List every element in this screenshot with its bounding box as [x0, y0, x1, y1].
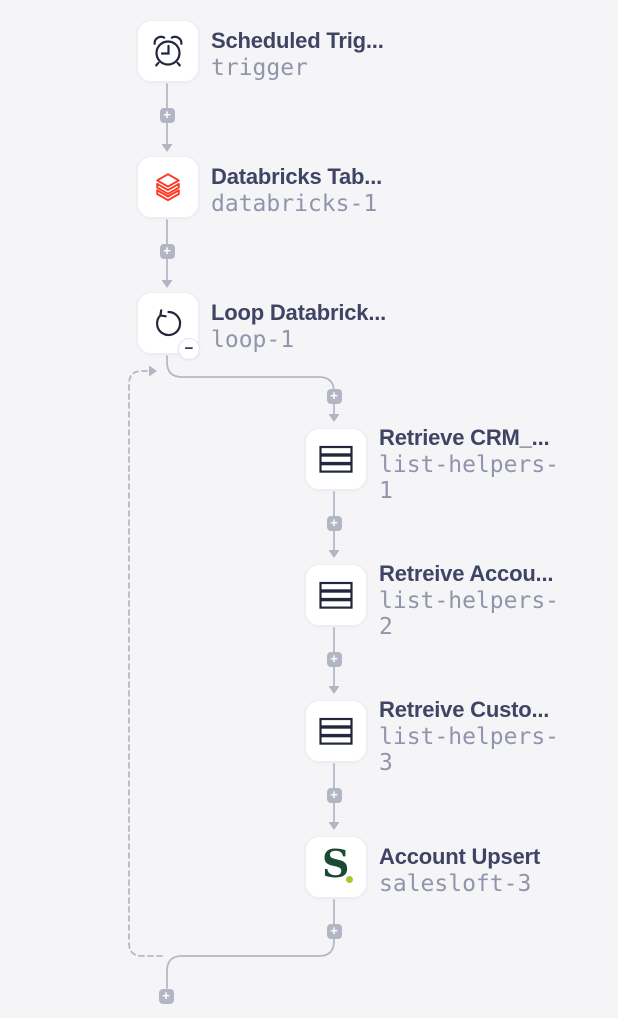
- add-step-button[interactable]: +: [326, 651, 342, 667]
- node-list-helpers-2[interactable]: [305, 564, 367, 626]
- node-list-helpers-3-text[interactable]: Retreive Custo... list-helpers-3: [379, 696, 579, 776]
- node-scheduled-trigger-text[interactable]: Scheduled Trig... trigger: [211, 27, 411, 81]
- node-title: Account Upsert: [379, 844, 540, 869]
- add-step-button[interactable]: +: [159, 243, 175, 259]
- node-title: Scheduled Trig...: [211, 28, 384, 53]
- connector-loop-exit: [166, 899, 335, 989]
- node-step-name: list-helpers-1: [379, 452, 560, 504]
- node-step-name: trigger: [211, 55, 308, 81]
- node-step-name: salesloft-3: [379, 871, 532, 897]
- node-step-name: list-helpers-3: [379, 724, 560, 776]
- node-list-helpers-2-text[interactable]: Retreive Accou... list-helpers-2: [379, 560, 579, 640]
- arrowhead-into-list3: [328, 686, 340, 694]
- node-title: Retrieve CRM_...: [379, 425, 550, 450]
- node-databricks-text[interactable]: Databricks Tab... databricks-1: [211, 163, 411, 217]
- node-salesloft-text[interactable]: Account Upsert salesloft-3: [379, 843, 579, 897]
- add-step-button[interactable]: +: [159, 107, 175, 123]
- arrowhead-into-list2: [328, 550, 340, 558]
- arrowhead-loop-back: [149, 365, 157, 377]
- node-list-helpers-1-text[interactable]: Retrieve CRM_... list-helpers-1: [379, 424, 579, 504]
- add-step-button[interactable]: +: [158, 988, 174, 1004]
- loop-icon: [155, 309, 182, 337]
- node-list-helpers-3[interactable]: [305, 700, 367, 762]
- node-step-name: loop-1: [211, 327, 295, 353]
- collapse-loop-badge[interactable]: −: [178, 338, 200, 360]
- node-scheduled-trigger[interactable]: [137, 20, 199, 82]
- add-step-button[interactable]: +: [326, 923, 342, 939]
- list-icon: [319, 581, 353, 609]
- list-icon: [319, 717, 353, 745]
- node-title: Retreive Accou...: [379, 561, 554, 586]
- arrowhead-into-databricks: [161, 144, 173, 152]
- arrowhead-into-salesloft: [328, 822, 340, 830]
- arrowhead-into-list1: [328, 414, 340, 422]
- alarm-clock-icon: [153, 35, 183, 67]
- node-title: Databricks Tab...: [211, 164, 383, 189]
- salesloft-letter: S: [322, 841, 350, 886]
- node-title: Loop Databrick...: [211, 300, 387, 325]
- add-step-button[interactable]: +: [326, 787, 342, 803]
- connector-loop-body-entry: [166, 355, 335, 416]
- node-step-name: databricks-1: [211, 191, 378, 217]
- add-step-button[interactable]: +: [326, 388, 342, 404]
- add-step-button[interactable]: +: [326, 515, 342, 531]
- node-step-name: list-helpers-2: [379, 588, 560, 640]
- node-databricks[interactable]: [137, 156, 199, 218]
- databricks-icon: [156, 173, 180, 202]
- node-list-helpers-1[interactable]: [305, 428, 367, 490]
- node-loop-text[interactable]: Loop Databrick... loop-1: [211, 299, 411, 353]
- node-salesloft[interactable]: S: [305, 836, 367, 898]
- salesloft-dot: [346, 876, 353, 883]
- node-title: Retreive Custo...: [379, 697, 550, 722]
- salesloft-icon: S: [306, 836, 366, 898]
- connector-loop-back-dashed: [128, 370, 163, 957]
- list-icon: [319, 445, 353, 473]
- arrowhead-into-loop: [161, 280, 173, 288]
